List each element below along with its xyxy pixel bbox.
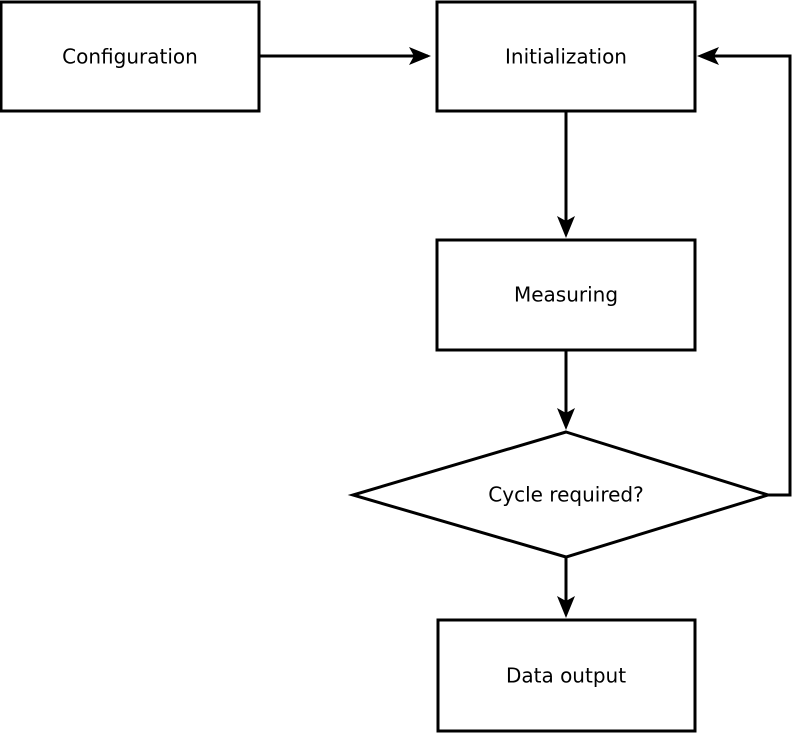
node-shape-initialization[interactable] <box>435 0 697 113</box>
node-label-data-output: Data output <box>506 664 626 688</box>
edge-configuration-to-initialization <box>259 47 431 65</box>
node-label-cycle-required: Cycle required? <box>488 483 643 507</box>
arrowhead-measuring-to-cycle-required <box>557 408 575 430</box>
node-measuring[interactable]: Measuring <box>435 238 697 352</box>
edge-initialization-to-measuring <box>557 111 575 238</box>
arrowhead-cycle-required-to-data-output <box>557 596 575 618</box>
arrowhead-cycle-required-to-initialization-feedback <box>697 47 719 65</box>
node-shape-measuring[interactable] <box>435 238 697 352</box>
arrowhead-initialization-to-measuring <box>557 216 575 238</box>
node-initialization[interactable]: Initialization <box>435 0 697 113</box>
node-label-configuration: Configuration <box>62 45 198 69</box>
arrowhead-configuration-to-initialization <box>409 47 431 65</box>
node-data-output[interactable]: Data output <box>436 618 697 733</box>
node-shape-data-output[interactable] <box>436 618 697 733</box>
node-shape-configuration[interactable] <box>0 0 261 113</box>
edge-cycle-required-to-data-output <box>557 557 575 618</box>
edge-line-cycle-required-to-initialization-feedback <box>706 54 792 497</box>
node-configuration[interactable]: Configuration <box>0 0 261 113</box>
node-cycle-required[interactable]: Cycle required? <box>347 430 774 559</box>
edge-measuring-to-cycle-required <box>557 350 575 430</box>
edge-cycle-required-to-initialization-feedback <box>697 47 792 497</box>
node-label-measuring: Measuring <box>514 283 618 307</box>
node-shape-cycle-required[interactable] <box>347 430 774 559</box>
node-label-initialization: Initialization <box>505 45 627 69</box>
